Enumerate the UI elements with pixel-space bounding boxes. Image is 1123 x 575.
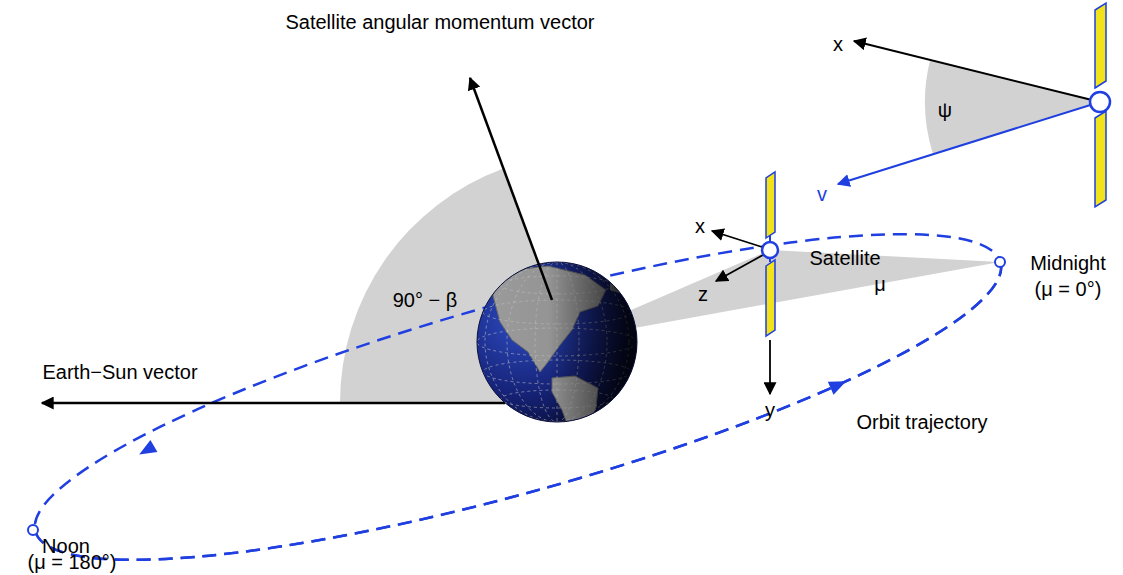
orbit-direction-arrow	[136, 440, 158, 461]
solar-panel	[1095, 111, 1106, 207]
orbit-direction-arrow	[828, 375, 849, 395]
solar-panel	[766, 172, 775, 238]
orbit-trajectory	[10, 171, 1026, 575]
axis-label: x	[833, 34, 843, 54]
body-axis	[769, 340, 771, 394]
earth-globe	[477, 262, 637, 422]
angle-wedge	[925, 60, 1100, 155]
orbit-point-label: Midnight	[1030, 253, 1106, 273]
solar-panel	[1095, 3, 1106, 88]
angle-label: 90° − β	[393, 290, 458, 310]
vector-label: Satellite angular momentum vector	[285, 12, 594, 32]
orbit-point-label: (μ = 0°)	[1035, 279, 1102, 299]
earth-surface	[477, 262, 637, 432]
satellite-body	[1090, 92, 1110, 112]
body-axis	[716, 255, 763, 281]
angle-label: ψ	[938, 100, 952, 120]
body-axis	[854, 41, 1100, 102]
velocity-vector	[838, 102, 1100, 184]
body-axis	[712, 231, 762, 247]
angle-label: μ	[874, 274, 886, 294]
earth-outline	[477, 262, 637, 422]
night-shade	[477, 262, 637, 422]
satellite-body	[762, 242, 778, 258]
vector-label: Earth−Sun vector	[42, 362, 197, 382]
orbit-point-label: (μ = 180°)	[27, 552, 116, 572]
axis-label: x	[695, 216, 705, 236]
solar-panel	[766, 260, 775, 336]
orbit-label: Orbit trajectory	[856, 412, 987, 432]
orbit-point	[995, 257, 1005, 267]
globe-grid	[477, 262, 637, 422]
axis-label: v	[817, 184, 827, 204]
orbit-point	[28, 525, 38, 535]
angular-momentum-vector	[470, 78, 552, 300]
axis-label: z	[698, 284, 708, 304]
satellite-label: Satellite	[809, 248, 880, 268]
orbit-trajectory	[35, 262, 1026, 575]
earth-sun-vector	[42, 402, 505, 405]
axis-label: y	[765, 400, 775, 420]
